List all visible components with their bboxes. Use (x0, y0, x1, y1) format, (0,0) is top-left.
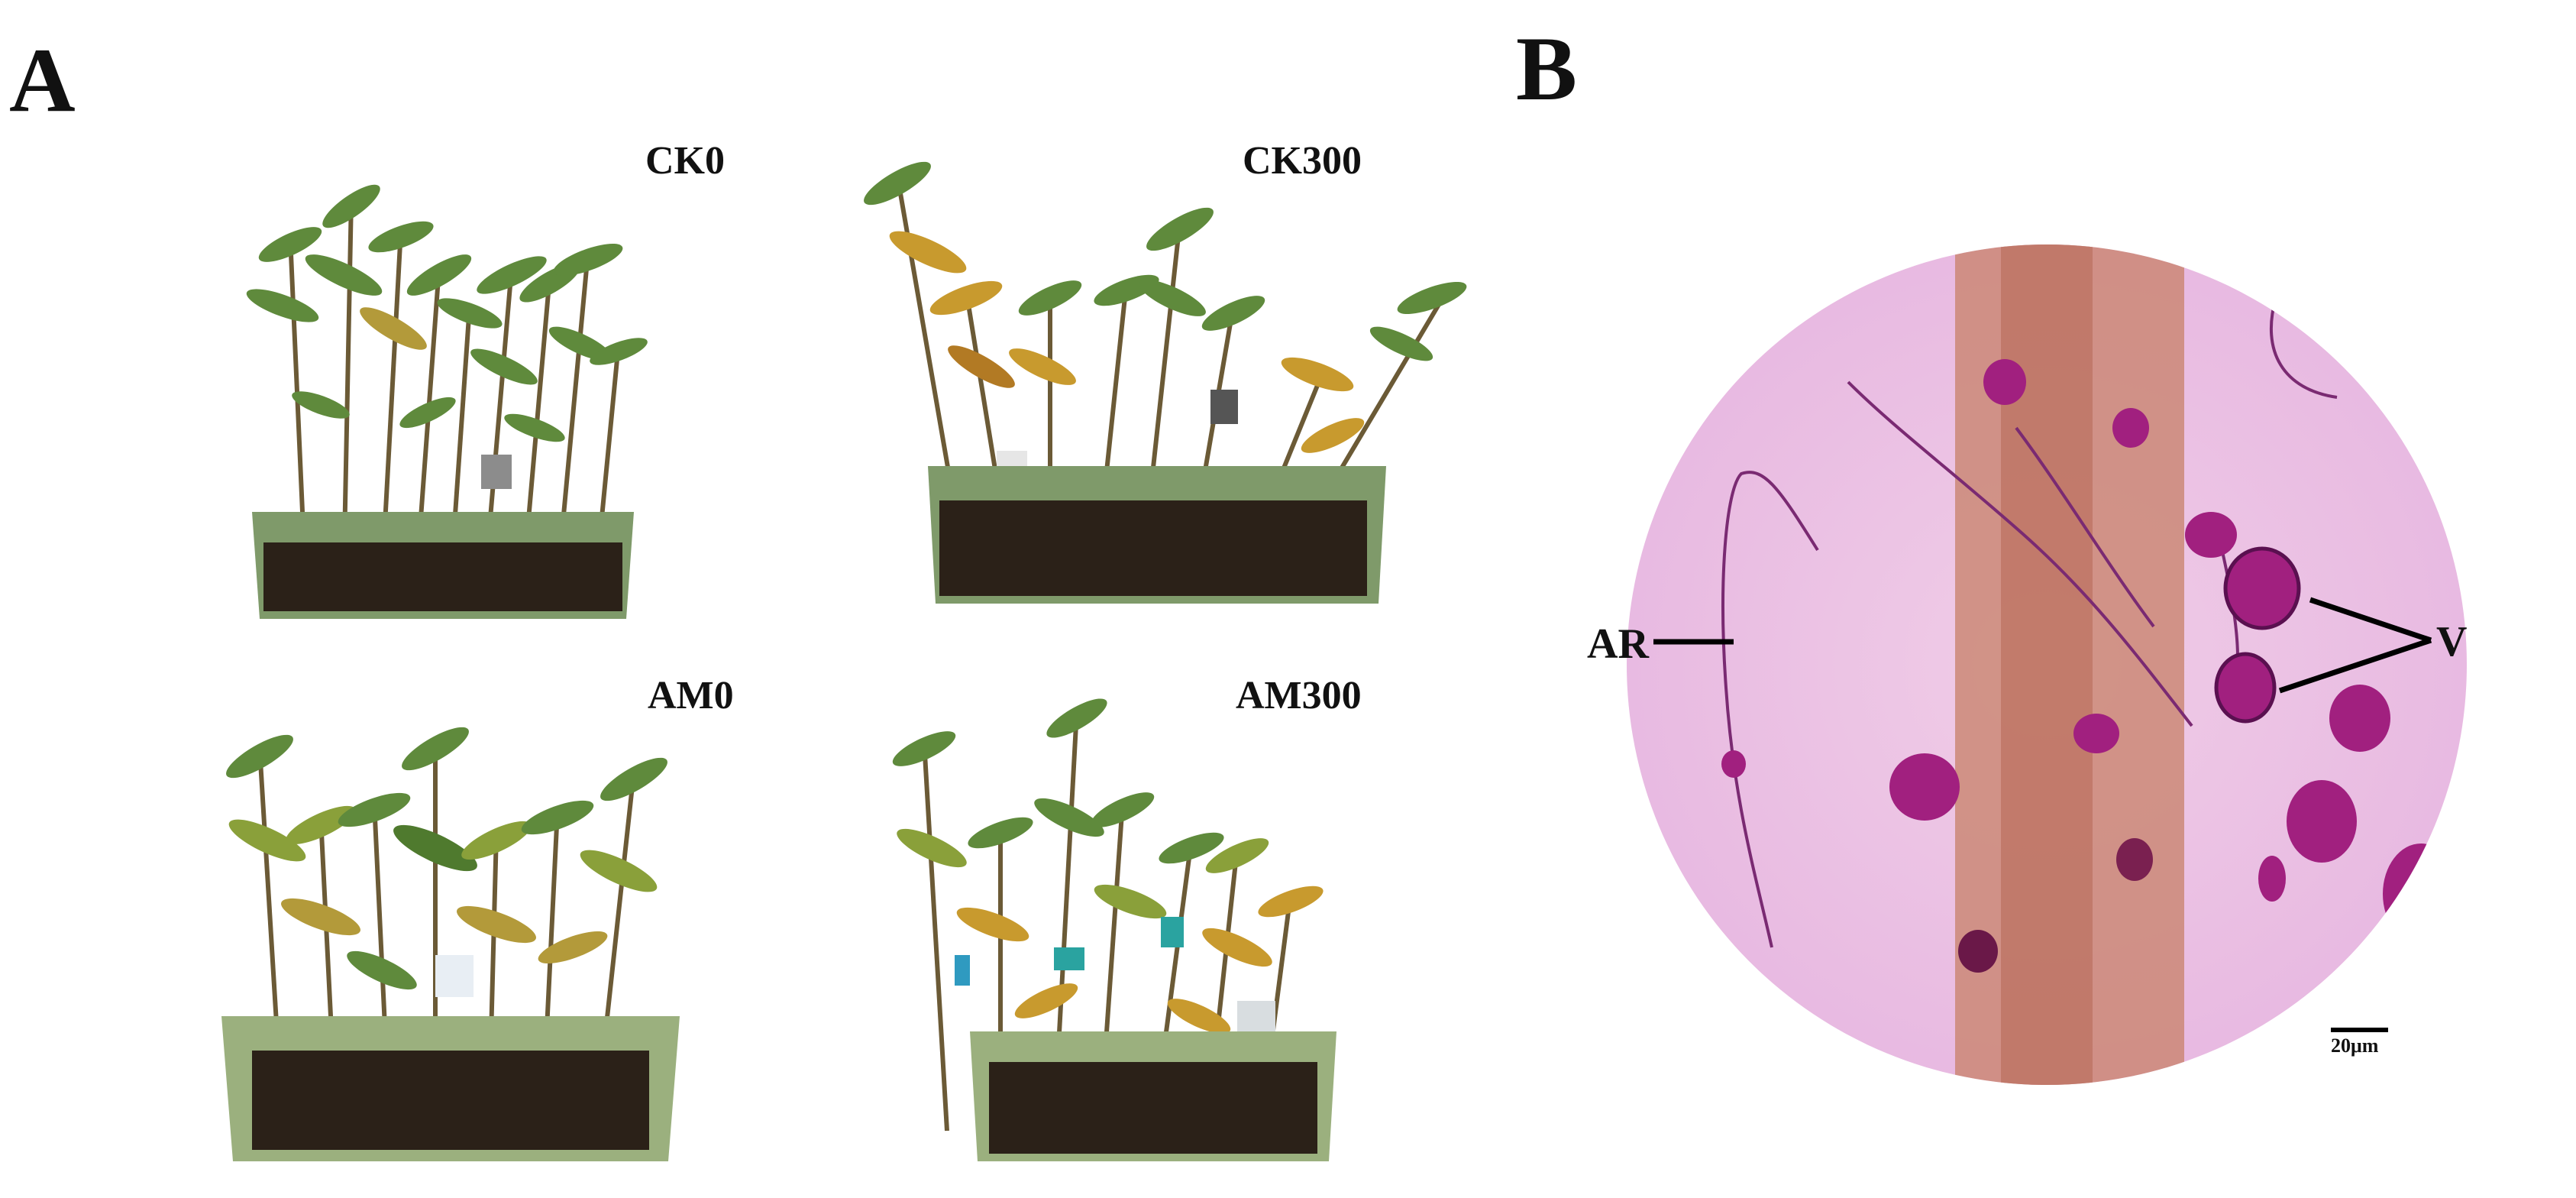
annotation-v: V (2436, 618, 2468, 665)
label-am0: AM0 (648, 674, 734, 717)
vesicles (1721, 359, 2459, 973)
photo-ck300 (852, 145, 1478, 619)
label-am300: AM300 (1236, 674, 1362, 717)
scale-bar-label: 20μm (2331, 1034, 2379, 1057)
leaves (226, 727, 667, 990)
ck0-plants-illustration (246, 184, 648, 619)
plant-tag (1161, 917, 1184, 947)
root-tissue (1955, 244, 2184, 1085)
label-ck0: CK0 (645, 139, 725, 183)
panel-label-b: B (1516, 18, 1578, 119)
photo-am0 (206, 695, 695, 1169)
leaves (864, 161, 1467, 503)
am300-plants-illustration (892, 698, 1336, 1161)
panel-label-a: A (9, 29, 76, 131)
photo-am300 (878, 695, 1352, 1169)
plant-tag (481, 455, 512, 489)
soil (263, 542, 622, 611)
annotation-ar: AR (1587, 620, 1649, 668)
hyphae (1721, 297, 2338, 948)
photo-ck0 (229, 153, 657, 627)
leaves (892, 698, 1324, 1034)
leaves (246, 184, 648, 442)
plant-tag (435, 955, 474, 997)
plant-tag (1237, 1001, 1275, 1035)
v-pointer-line-2 (2278, 637, 2432, 694)
am0-plants-illustration (221, 727, 680, 1161)
soil (252, 1051, 649, 1150)
v-pointer-line-1 (2309, 597, 2432, 643)
plant-tag (955, 955, 970, 986)
soil (939, 500, 1367, 596)
label-ck300: CK300 (1243, 139, 1362, 183)
soil (989, 1062, 1317, 1154)
ck300-plants-illustration (864, 161, 1467, 604)
plant-tag (1210, 390, 1238, 424)
micrograph-field (1627, 244, 2467, 1085)
plant-tag (1054, 947, 1084, 970)
